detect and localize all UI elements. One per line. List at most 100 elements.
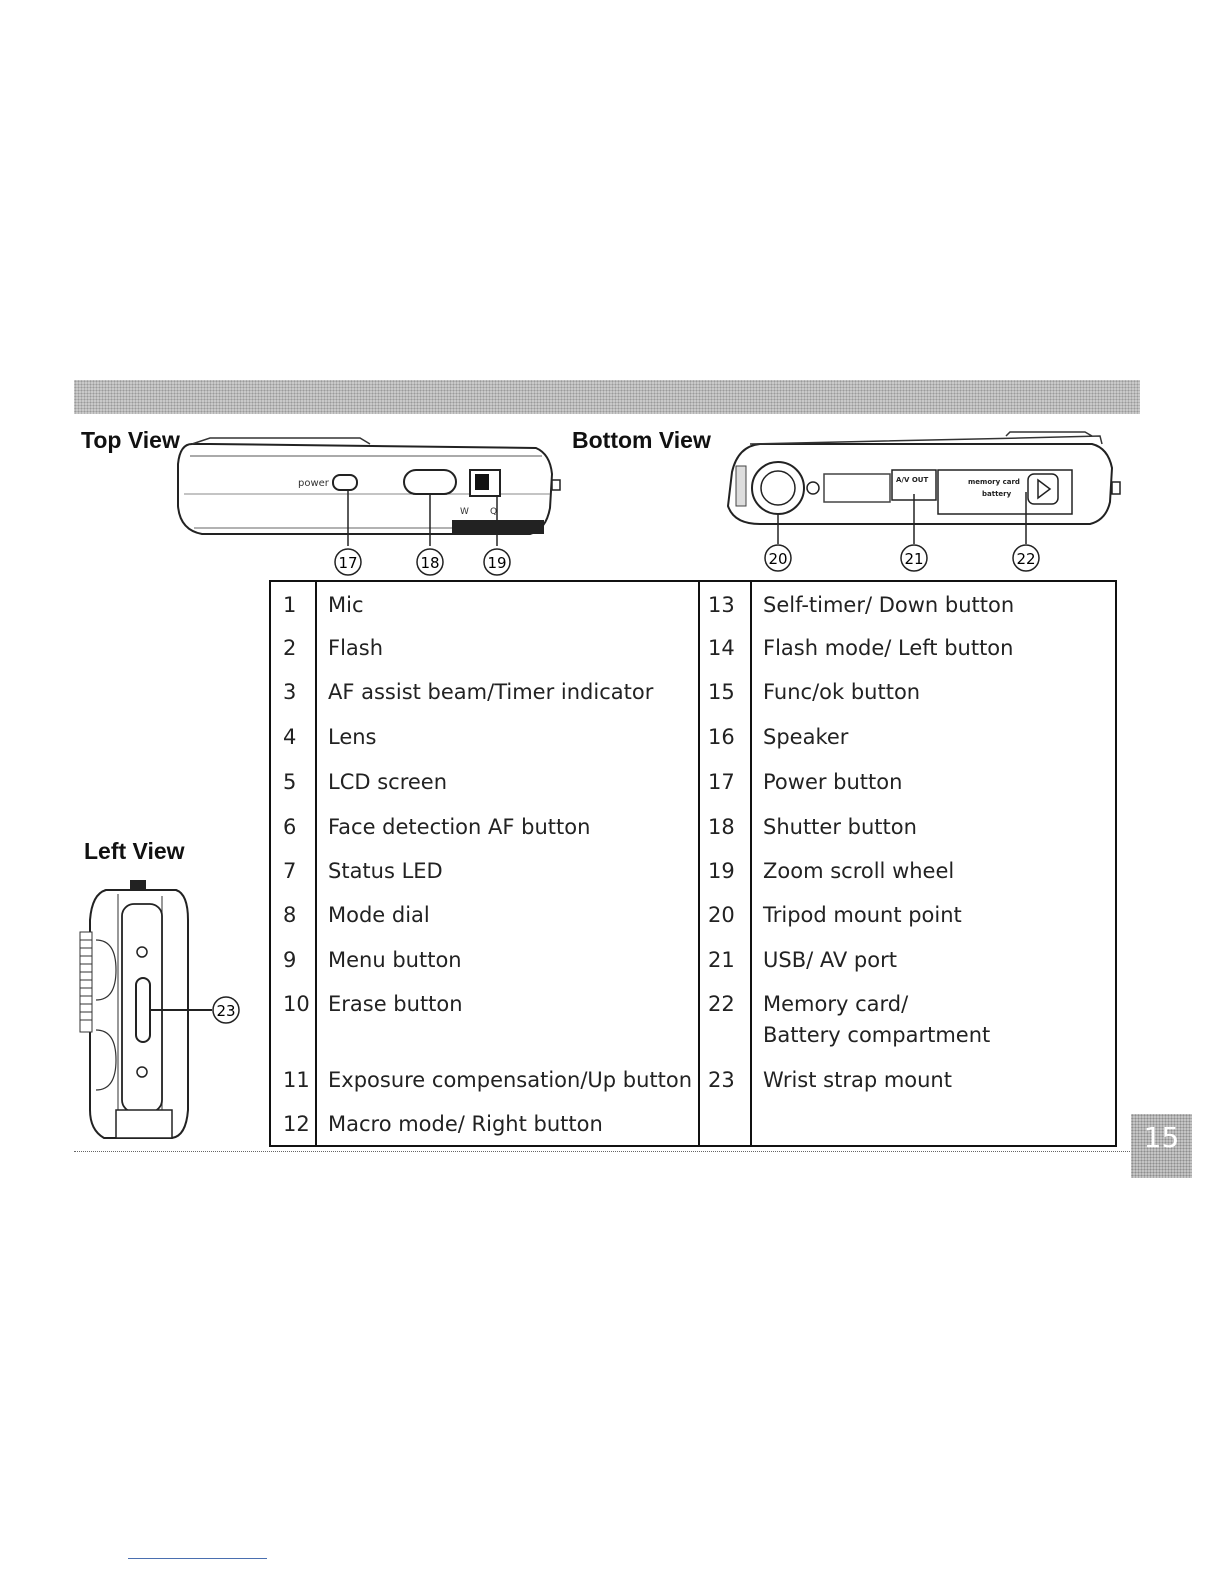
page-number: 15 xyxy=(1143,1121,1180,1154)
part-description: Flash mode/ Left button xyxy=(750,625,1116,670)
part-description-text: LCD screen xyxy=(328,769,448,794)
part-number-text: 12 xyxy=(283,1111,310,1136)
svg-text:20: 20 xyxy=(768,550,787,568)
part-number: 21 xyxy=(698,937,751,982)
part-description-text: Memory card/ xyxy=(763,992,909,1017)
top-view-label: Top View xyxy=(81,427,180,453)
part-number-text: 13 xyxy=(708,593,735,617)
part-description: Mic xyxy=(315,581,699,626)
memory-card-label: memory card xyxy=(968,478,1020,486)
part-description: Tripod mount point xyxy=(750,892,1116,938)
part-number-text: 11 xyxy=(283,1067,310,1092)
callout-23: 23 xyxy=(212,996,240,1024)
part-description: Macro mode/ Right button xyxy=(315,1100,699,1146)
part-number: 12 xyxy=(270,1101,316,1146)
callout-19: 19 xyxy=(483,548,511,576)
left-view-label: Left View xyxy=(84,838,185,864)
part-description-text: Flash xyxy=(328,636,384,661)
part-number-text: 7 xyxy=(283,858,297,883)
part-description: Power button xyxy=(750,758,1116,804)
part-number: 8 xyxy=(270,892,316,937)
part-number: 13 xyxy=(698,581,751,626)
part-number: 16 xyxy=(698,714,751,759)
part-number-text: 21 xyxy=(708,948,735,973)
part-number-text: 18 xyxy=(708,814,735,839)
part-number: 14 xyxy=(698,625,751,670)
part-description-text: Erase button xyxy=(328,992,463,1017)
left-side-dial xyxy=(79,931,93,1033)
part-number: 10 xyxy=(270,981,316,1056)
part-description: Func/ok button xyxy=(750,669,1116,715)
part-description-text: Wrist strap mount xyxy=(763,1067,952,1092)
table-row: 2 Flash 14 Flash mode/ Left button xyxy=(270,625,1116,670)
callout-21: 21 xyxy=(900,544,928,572)
part-number: 17 xyxy=(698,758,751,804)
part-description-text: Menu button xyxy=(328,948,462,973)
part-description: Wrist strap mount xyxy=(750,1056,1116,1101)
part-number-text: 9 xyxy=(283,948,297,973)
part-description-text: Mode dial xyxy=(328,903,430,928)
part-number-text: 4 xyxy=(283,725,297,750)
svg-text:23: 23 xyxy=(216,1002,235,1020)
zoom-t-label: Q xyxy=(490,507,497,517)
part-number: 2 xyxy=(270,625,316,669)
part-number: 18 xyxy=(698,803,751,848)
part-description: AF assist beam/Timer indicator xyxy=(315,669,699,715)
part-description: Flash xyxy=(315,625,699,670)
part-description: USB/ AV port xyxy=(750,937,1116,982)
part-number: 23 xyxy=(698,1056,751,1101)
callout-22: 22 xyxy=(1012,544,1040,572)
part-number-text: 23 xyxy=(708,1067,735,1092)
table-row: 9 Menu button 21 USB/ AV port xyxy=(270,937,1116,982)
part-description-text: Battery compartment xyxy=(763,1023,991,1048)
part-number-text: 14 xyxy=(708,636,735,661)
part-description: Speaker xyxy=(750,714,1116,759)
part-description-text: Func/ok button xyxy=(763,680,921,705)
part-number: 5 xyxy=(270,759,316,804)
battery-label: battery xyxy=(982,490,1012,498)
part-description: Status LED xyxy=(315,847,699,893)
part-number: 9 xyxy=(270,937,316,981)
part-number-text: 6 xyxy=(283,814,297,839)
part-number: 19 xyxy=(698,847,751,893)
part-number: 15 xyxy=(698,669,751,715)
part-description-text: Macro mode/ Right button xyxy=(328,1111,603,1136)
part-number-text: 15 xyxy=(708,680,735,705)
part-description: LCD screen xyxy=(315,758,699,804)
part-description-text: Shutter button xyxy=(763,814,917,839)
part-description: Self-timer/ Down button xyxy=(750,581,1116,626)
part-number: 11 xyxy=(270,1057,316,1101)
av-out-label: A/V OUT xyxy=(896,476,928,484)
part-description-text: Status LED xyxy=(328,858,443,883)
part-description-text: Speaker xyxy=(763,725,849,750)
camera-left-view-illustration: 23 xyxy=(79,880,240,1139)
shutter-button-shape xyxy=(403,469,457,495)
zoom-w-label: W xyxy=(460,507,469,517)
part-number: 3 xyxy=(270,669,316,714)
part-description-text: Flash mode/ Left button xyxy=(763,636,1014,661)
table-row: 12 Macro mode/ Right button xyxy=(270,1100,1116,1146)
callout-18: 18 xyxy=(416,548,444,576)
camera-bottom-view-illustration: A/V OUT memory card battery 20 21 22 xyxy=(726,431,1121,572)
part-description: Exposure compensation/Up button xyxy=(315,1056,699,1101)
part-number-text: 8 xyxy=(283,903,297,928)
section-header-band xyxy=(74,380,1140,414)
part-number: 7 xyxy=(270,848,316,892)
part-number-text: 20 xyxy=(708,903,735,928)
power-label: power xyxy=(298,478,330,489)
wrist-strap-mount-shape xyxy=(135,977,151,1043)
svg-text:22: 22 xyxy=(1016,550,1035,568)
part-description: Memory card/Battery compartment xyxy=(750,981,1116,1057)
part-description-text: AF assist beam/Timer indicator xyxy=(328,680,654,705)
part-number: 6 xyxy=(270,804,316,848)
camera-top-view-illustration: power W Q 17 18 19 xyxy=(177,437,561,576)
part-description: Shutter button xyxy=(750,803,1116,848)
part-description-text: USB/ AV port xyxy=(763,948,897,973)
part-number-text: 10 xyxy=(283,992,310,1017)
